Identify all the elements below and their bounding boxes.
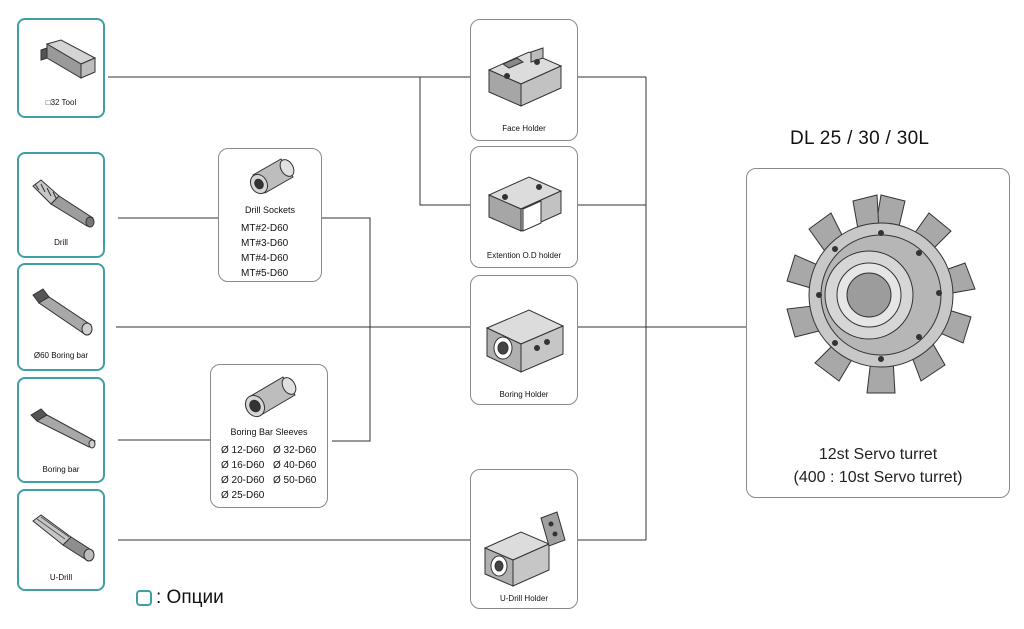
extention-holder-label: Extention O.D holder bbox=[486, 251, 562, 260]
sleeve-item: Ø 25-D60 bbox=[221, 490, 265, 501]
option-marker-icon bbox=[136, 590, 152, 606]
turret-caption-line1: 12st Servo turret bbox=[818, 446, 938, 463]
drill-sockets-list: MT#2-D60 MT#3-D60 MT#4-D60 MT#5-D60 bbox=[241, 221, 288, 281]
drill-socket-item: MT#5-D60 bbox=[241, 268, 289, 279]
boring-bar-60-label: Ø60 Boring bar bbox=[33, 351, 89, 360]
boring-holder-label: Boring Holder bbox=[499, 390, 549, 399]
drill-icon bbox=[32, 179, 95, 228]
sleeve-item: Ø 12-D60 bbox=[221, 445, 265, 456]
u-drill-label: U-Drill bbox=[49, 573, 73, 582]
sleeves-left-list: Ø 12-D60 Ø 16-D60 Ø 20-D60 Ø 25-D60 bbox=[221, 443, 264, 503]
sleeve-item: Ø 16-D60 bbox=[221, 460, 265, 471]
sleeve-item: Ø 40-D60 bbox=[273, 460, 317, 471]
option-boring-bar-60[interactable]: Ø60 Boring bar bbox=[17, 263, 105, 371]
drill-sockets-title: Drill Sockets bbox=[244, 205, 295, 215]
boring-bar-icon bbox=[30, 408, 96, 449]
options-legend-text: : Опции bbox=[156, 587, 224, 608]
square-tool-icon bbox=[40, 39, 97, 79]
option-square-tool[interactable]: □32 Tool bbox=[17, 18, 105, 118]
sleeve-item: Ø 50-D60 bbox=[273, 475, 317, 486]
u-drill-icon bbox=[32, 514, 95, 562]
boring-sleeve-icon bbox=[244, 376, 297, 418]
option-boring-bar[interactable]: Boring bar bbox=[17, 377, 105, 483]
drill-socket-item: MT#2-D60 bbox=[241, 223, 289, 234]
option-drill[interactable]: Drill bbox=[17, 152, 105, 258]
boring-bar-sleeves-title: Boring Bar Sleeves bbox=[230, 427, 308, 437]
boring-bar-label: Boring bar bbox=[42, 465, 80, 474]
sleeve-item: Ø 20-D60 bbox=[221, 475, 265, 486]
udrill-holder-icon bbox=[483, 511, 566, 587]
face-holder-icon bbox=[487, 47, 563, 107]
options-legend: : Опции bbox=[136, 586, 224, 610]
drill-socket-icon bbox=[249, 158, 295, 195]
turret-box[interactable]: 12st Servo turret (400 : 10st Servo turr… bbox=[746, 168, 1010, 498]
extention-holder-box[interactable]: Extention O.D holder bbox=[470, 146, 578, 268]
option-u-drill[interactable]: U-Drill bbox=[17, 489, 105, 591]
turret-model-title: DL 25 / 30 / 30L bbox=[790, 128, 930, 149]
face-holder-label: Face Holder bbox=[502, 124, 546, 133]
turret-caption-line2: (400 : 10st Servo turret) bbox=[793, 469, 963, 486]
boring-holder-box[interactable]: Boring Holder bbox=[470, 275, 578, 405]
sleeve-item: Ø 32-D60 bbox=[273, 445, 317, 456]
square-tool-label: □32 Tool bbox=[45, 98, 77, 107]
boring-bar-60-icon bbox=[32, 288, 93, 336]
extention-holder-icon bbox=[487, 176, 563, 232]
face-holder-box[interactable]: Face Holder bbox=[470, 19, 578, 141]
boring-holder-icon bbox=[485, 309, 565, 373]
drill-socket-item: MT#4-D60 bbox=[241, 253, 289, 264]
boring-bar-sleeves-box[interactable]: Boring Bar Sleeves Ø 12-D60 Ø 16-D60 Ø 2… bbox=[210, 364, 328, 508]
drill-label: Drill bbox=[54, 238, 68, 247]
drill-socket-item: MT#3-D60 bbox=[241, 238, 289, 249]
udrill-holder-label: U-Drill Holder bbox=[499, 594, 548, 603]
udrill-holder-box[interactable]: U-Drill Holder bbox=[470, 469, 578, 609]
servo-turret-icon bbox=[786, 194, 976, 394]
sleeves-right-list: Ø 32-D60 Ø 40-D60 Ø 50-D60 bbox=[273, 443, 316, 488]
drill-sockets-box[interactable]: Drill Sockets MT#2-D60 MT#3-D60 MT#4-D60… bbox=[218, 148, 322, 282]
